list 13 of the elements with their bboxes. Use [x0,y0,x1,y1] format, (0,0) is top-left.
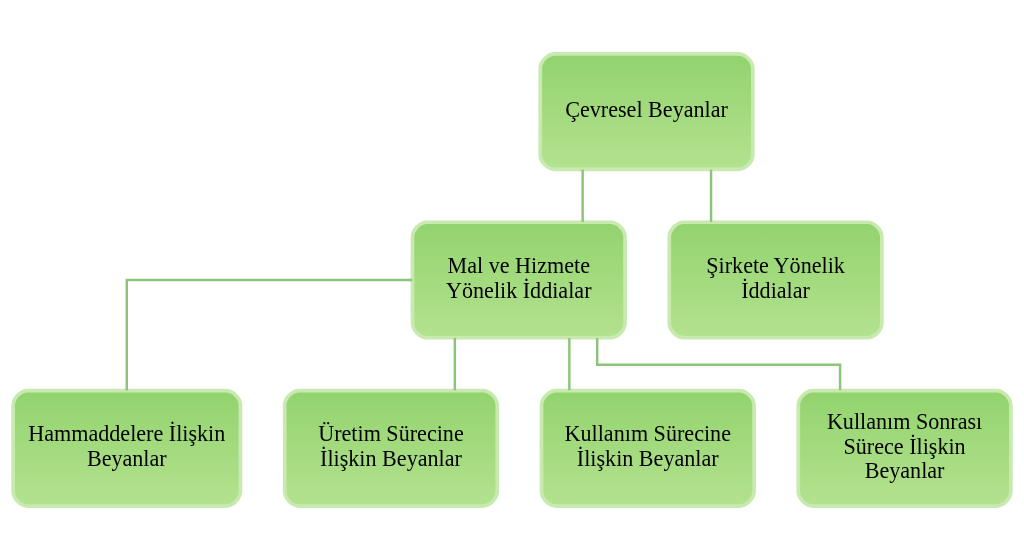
connector [581,169,584,222]
connector [453,337,457,390]
node-box: Kullanım Sonrası Sürece İlişkin Beyanlar [796,388,1013,508]
node-box: Kullanım Sürecine İlişkin Beyanlar [539,388,756,508]
connector [125,278,413,390]
connector [595,337,842,390]
connector [568,337,571,390]
node-box: Üretim Sürecine İlişkin Beyanlar [282,388,500,508]
connector [709,169,713,222]
node-box: Çevresel Beyanlar [538,51,755,171]
node-box: Hammaddelere İlişkin Beyanlar [11,388,243,508]
node-box: Şirkete Yönelik İddialar [667,219,884,340]
node-box: Mal ve Hizmete Yönelik İddialar [410,219,627,340]
